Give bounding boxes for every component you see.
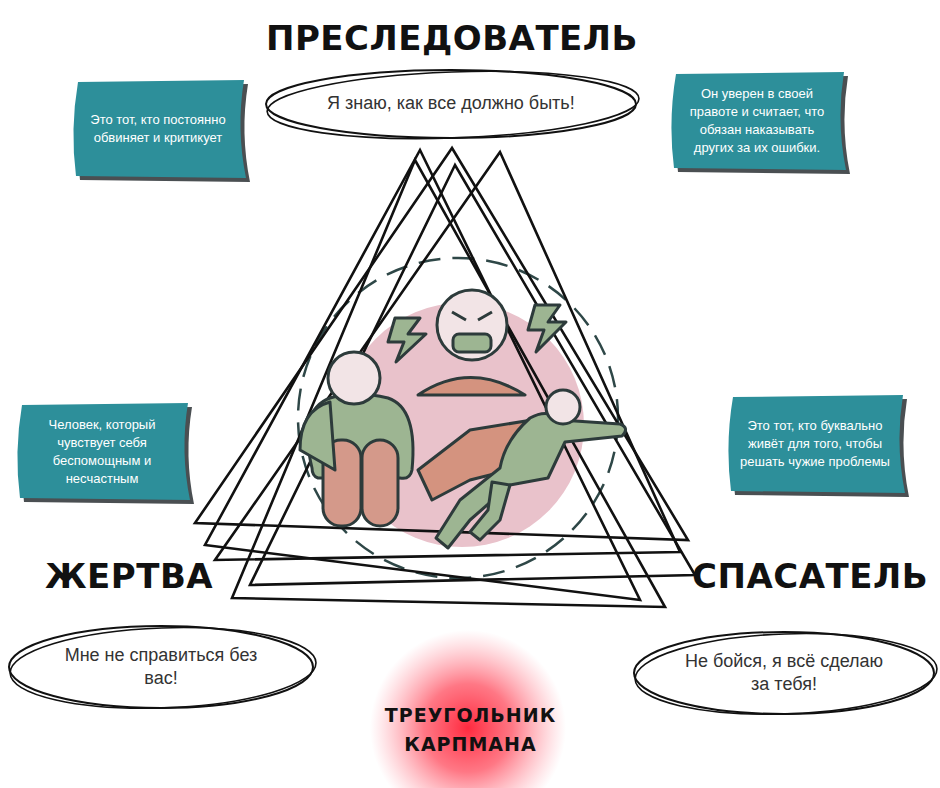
- role-heading: ПРЕСЛЕДОВАТЕЛЬ: [266, 18, 638, 59]
- victim-figure-part: [328, 352, 380, 404]
- title-glow: [370, 630, 566, 788]
- sketch-triangles-part: [215, 152, 680, 560]
- role-group: СПАСАТЕЛЬ Не бойся, я всё сделаю за тебя!: [626, 556, 932, 706]
- oval-outline: [630, 628, 938, 718]
- description-text: Это тот, кто буквально живёт для того, ч…: [739, 417, 891, 471]
- victim-figure-part: [300, 402, 335, 470]
- victim-figure-part: [362, 440, 398, 526]
- ribbon-body: [728, 395, 905, 493]
- speech-text: Я знаю, как все должно быть!: [327, 92, 575, 115]
- rescuer-figure-part: [470, 482, 510, 540]
- persecutor-figure-part: [453, 334, 491, 352]
- description-text: Человек, который чувствует себя беспомощ…: [28, 416, 176, 488]
- sketch-triangles: [195, 148, 695, 607]
- role-heading: СПАСАТЕЛЬ: [692, 556, 928, 597]
- description-ribbon: Человек, который чувствует себя беспомощ…: [14, 403, 190, 500]
- oval-sketch-stroke: [9, 623, 318, 714]
- victim-figure: [300, 352, 413, 526]
- speech-oval: Мне не справиться без вас!: [5, 622, 317, 712]
- rescuer-figure-part: [546, 390, 580, 424]
- description-ribbon: Он уверен в своей правоте и считает, что…: [668, 72, 846, 170]
- persecutor-figure-part: [437, 290, 507, 360]
- description-ribbon: Это тот, кто буквально живёт для того, ч…: [725, 395, 905, 493]
- rescuer-figure-part: [436, 413, 626, 548]
- description-ribbon: Это тот, кто постоянно обвиняет и критик…: [70, 80, 246, 178]
- persecutor-figure-part: [452, 312, 492, 320]
- persecutor-figure: [388, 290, 566, 395]
- speech-text: Мне не справиться без вас!: [61, 644, 261, 691]
- speech-oval: Не бойся, я всё сделаю за тебя!: [630, 628, 938, 718]
- oval-stroke: [634, 632, 934, 714]
- speech-oval: Я знаю, как все должно быть!: [262, 66, 640, 142]
- oval-stroke: [9, 626, 313, 708]
- oval-outline: [5, 622, 317, 712]
- oval-sketch-stroke: [634, 629, 939, 719]
- persecutor-figure-part: [418, 378, 525, 396]
- oval-stroke: [266, 70, 636, 138]
- description-text: Это тот, кто постоянно обвиняет и критик…: [84, 111, 232, 147]
- role-heading: ЖЕРТВА: [45, 556, 213, 597]
- oval-sketch-stroke: [266, 65, 640, 144]
- sketch-triangles-part: [205, 150, 640, 600]
- description-text: Он уверен в своей правоте и считает, что…: [682, 85, 832, 157]
- persecutor-figure-part: [528, 305, 566, 352]
- role-group: ЖЕРТВА Мне не справиться без вас!: [5, 556, 297, 698]
- rescuer-figure: [418, 390, 626, 548]
- sketch-triangles-part: [250, 165, 695, 585]
- role-group: ПРЕСЛЕДОВАТЕЛЬ Я знаю, как все должно быт…: [262, 18, 642, 143]
- persecutor-figure-part: [388, 318, 426, 362]
- ribbon-body: [73, 80, 246, 178]
- ribbon-body: [671, 72, 846, 170]
- diagram-title: ТРЕУГОЛЬНИК КАРПМАНА: [383, 701, 558, 760]
- ribbon-body: [17, 403, 190, 500]
- speech-text: Не бойся, я всё сделаю за тебя!: [684, 650, 884, 697]
